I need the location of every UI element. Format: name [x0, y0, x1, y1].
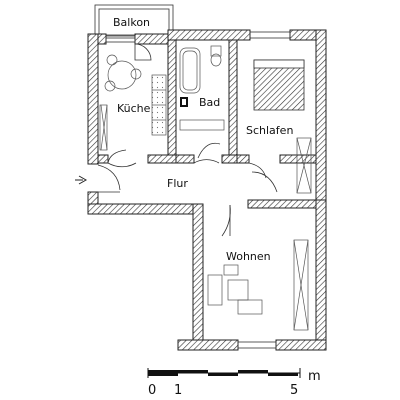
room-label-flur: Flur — [167, 177, 188, 190]
scale-tick-1: 1 — [174, 383, 182, 398]
bedroom-furniture — [253, 59, 312, 194]
entrance-arrow-icon — [75, 175, 88, 185]
room-label-schlafen: Schlafen — [246, 124, 293, 137]
doors — [97, 43, 278, 237]
living-furniture — [207, 239, 309, 331]
room-label-wohnen: Wohnen — [226, 250, 271, 263]
scale-tick-5: 5 — [290, 383, 298, 398]
scale-bar — [147, 368, 301, 378]
kitchen-furniture — [99, 54, 167, 151]
bath-furniture — [179, 45, 225, 131]
room-label-bad: Bad — [199, 96, 220, 109]
windows — [105, 31, 291, 349]
balcony — [94, 4, 174, 39]
outer-walls — [87, 29, 327, 351]
scale-tick-0: 0 — [148, 383, 156, 398]
room-label-balkon: Balkon — [113, 16, 150, 29]
inner-walls — [97, 39, 317, 209]
scale-unit: m — [308, 369, 321, 384]
room-label-kueche: Küche — [117, 102, 151, 115]
